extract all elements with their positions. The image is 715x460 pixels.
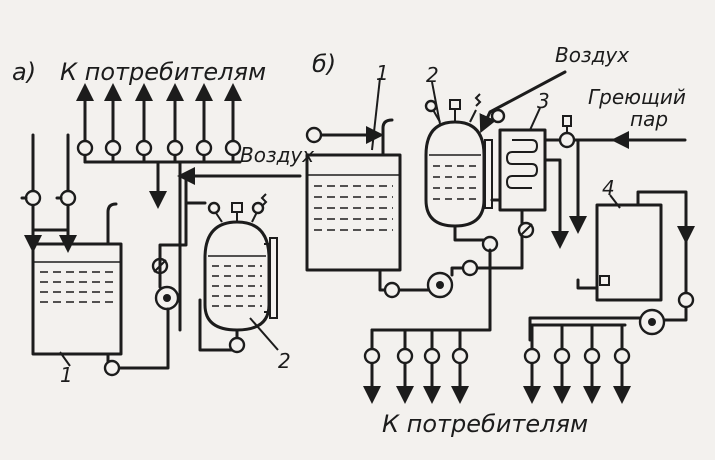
- panel-b-number-1: 1: [376, 61, 389, 85]
- consumer-outlets-b-left: [363, 328, 469, 404]
- valve-b-tank4: [677, 291, 695, 309]
- pipe-a-pump-to-vessel: [158, 201, 207, 289]
- consumer-outlets-a: [76, 83, 242, 164]
- panel-b-label: б): [312, 50, 336, 78]
- panel-a-air-label: Воздух: [240, 143, 314, 167]
- panel-a-number-2: 2: [278, 349, 291, 373]
- pump-a: [154, 285, 180, 311]
- vessel-b-2: [424, 93, 493, 228]
- panel-b-consumers-label: К потребителям: [382, 410, 588, 438]
- valve-b-pump-out: [461, 259, 479, 277]
- valve-a-inlet-1: [20, 189, 42, 207]
- tank-b-4: [576, 203, 663, 302]
- inlet-pipes-a: [24, 133, 118, 253]
- panel-a-number-1: 1: [60, 363, 73, 387]
- panel-b-number-3: 3: [537, 89, 550, 113]
- panel-a-label: а): [12, 58, 36, 86]
- pump-b-2: [638, 308, 666, 336]
- check-valve-b: [517, 221, 535, 239]
- heater-b-3: [498, 128, 547, 212]
- panel-b-air-label: Воздух: [555, 43, 629, 67]
- panel-a: а) К потребителям Воздух 1 2: [12, 58, 314, 387]
- air-line-b: [479, 70, 567, 134]
- panel-b-steam-label-line1: Греющий: [588, 85, 686, 109]
- condensate-line-b: [543, 158, 569, 249]
- panel-b-number-2: 2: [426, 63, 439, 87]
- panel-b-steam-label-line2: пар: [630, 107, 668, 131]
- valve-b-tank-outlet: [383, 281, 401, 299]
- panel-a-consumers-label: К потребителям: [60, 58, 266, 86]
- valve-b-air: [490, 108, 506, 124]
- valve-b-steam: [558, 115, 576, 149]
- valve-a-inlet-2: [55, 189, 77, 207]
- consumer-outlets-b-right: [523, 323, 631, 404]
- pipe-b-tank-outlet: [378, 268, 432, 292]
- tank-a-1: [31, 242, 123, 356]
- tank-b-1: [305, 118, 402, 272]
- valve-a-outlet: [103, 359, 121, 377]
- pump-b-1: [426, 271, 454, 299]
- panel-b: б) Воздух Греющий пар 1 2 3 4 К потребит…: [305, 43, 695, 438]
- valve-a-vessel-bottom: [228, 336, 246, 354]
- valve-b-inlet: [305, 126, 323, 144]
- vessel-a-2: [203, 193, 278, 332]
- panel-b-number-4: 4: [602, 176, 615, 200]
